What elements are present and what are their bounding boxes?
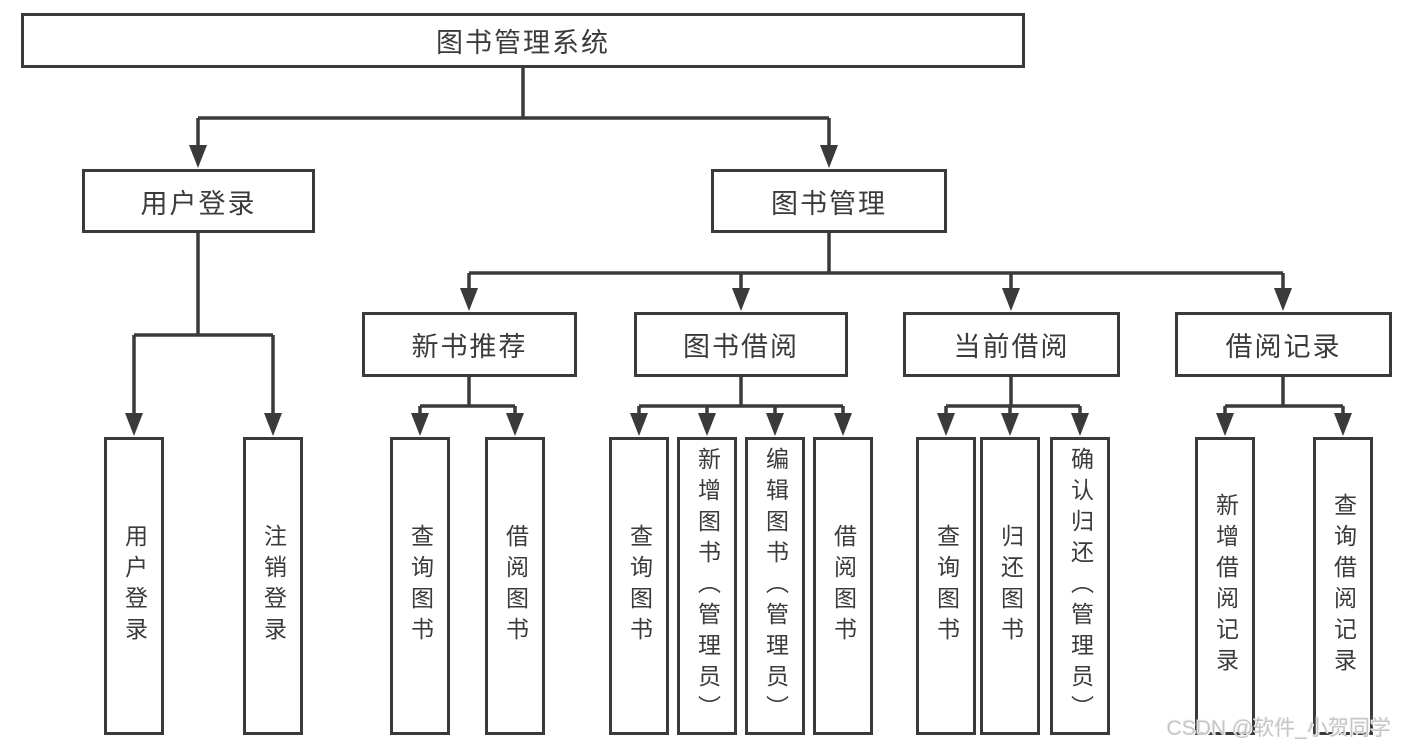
leaf-user-login: 用户登录 [104, 437, 164, 735]
node-borrow-record: 借阅记录 [1175, 312, 1392, 377]
node-root: 图书管理系统 [21, 13, 1025, 68]
leaf-query-books-current-label: 查询图书 [933, 524, 960, 648]
leaf-return-books-label: 归还图书 [997, 524, 1024, 648]
leaf-query-books-newbook-label: 查询图书 [407, 524, 434, 648]
leaf-logout: 注销登录 [243, 437, 303, 735]
arrowheads [125, 145, 1352, 436]
leaf-query-books-current: 查询图书 [916, 437, 976, 735]
leaf-user-login-label: 用户登录 [121, 524, 148, 648]
leaf-query-books-borrow-label: 查询图书 [626, 524, 653, 648]
csdn-watermark: CSDN @软件_小贺同学 [1166, 717, 1391, 740]
leaf-query-books-newbook: 查询图书 [390, 437, 450, 735]
node-book-management: 图书管理 [711, 169, 947, 233]
leaf-add-borrow-record-label: 新增借阅记录 [1212, 493, 1239, 679]
leaf-query-borrow-record: 查询借阅记录 [1313, 437, 1373, 735]
leaf-add-book-admin: 新增图书（管理员） [677, 437, 737, 735]
node-new-book-recommend: 新书推荐 [362, 312, 577, 377]
leaf-add-borrow-record: 新增借阅记录 [1195, 437, 1255, 735]
leaf-borrow-books: 借阅图书 [813, 437, 873, 735]
leaf-add-book-admin-label: 新增图书（管理员） [694, 446, 721, 726]
leaf-query-borrow-record-label: 查询借阅记录 [1330, 493, 1357, 679]
node-current-borrow: 当前借阅 [903, 312, 1120, 377]
leaf-logout-label: 注销登录 [260, 524, 287, 648]
node-user-login: 用户登录 [82, 169, 315, 233]
leaf-confirm-return-admin: 确认归还（管理员） [1050, 437, 1110, 735]
leaf-borrow-books-newbook-label: 借阅图书 [502, 524, 529, 648]
leaf-edit-book-admin-label: 编辑图书（管理员） [762, 446, 789, 726]
leaf-edit-book-admin: 编辑图书（管理员） [745, 437, 805, 735]
leaf-borrow-books-label: 借阅图书 [830, 524, 857, 648]
leaf-return-books: 归还图书 [980, 437, 1040, 735]
leaf-borrow-books-newbook: 借阅图书 [485, 437, 545, 735]
node-book-borrow: 图书借阅 [634, 312, 848, 377]
leaf-query-books-borrow: 查询图书 [609, 437, 669, 735]
leaf-confirm-return-admin-label: 确认归还（管理员） [1067, 446, 1094, 726]
